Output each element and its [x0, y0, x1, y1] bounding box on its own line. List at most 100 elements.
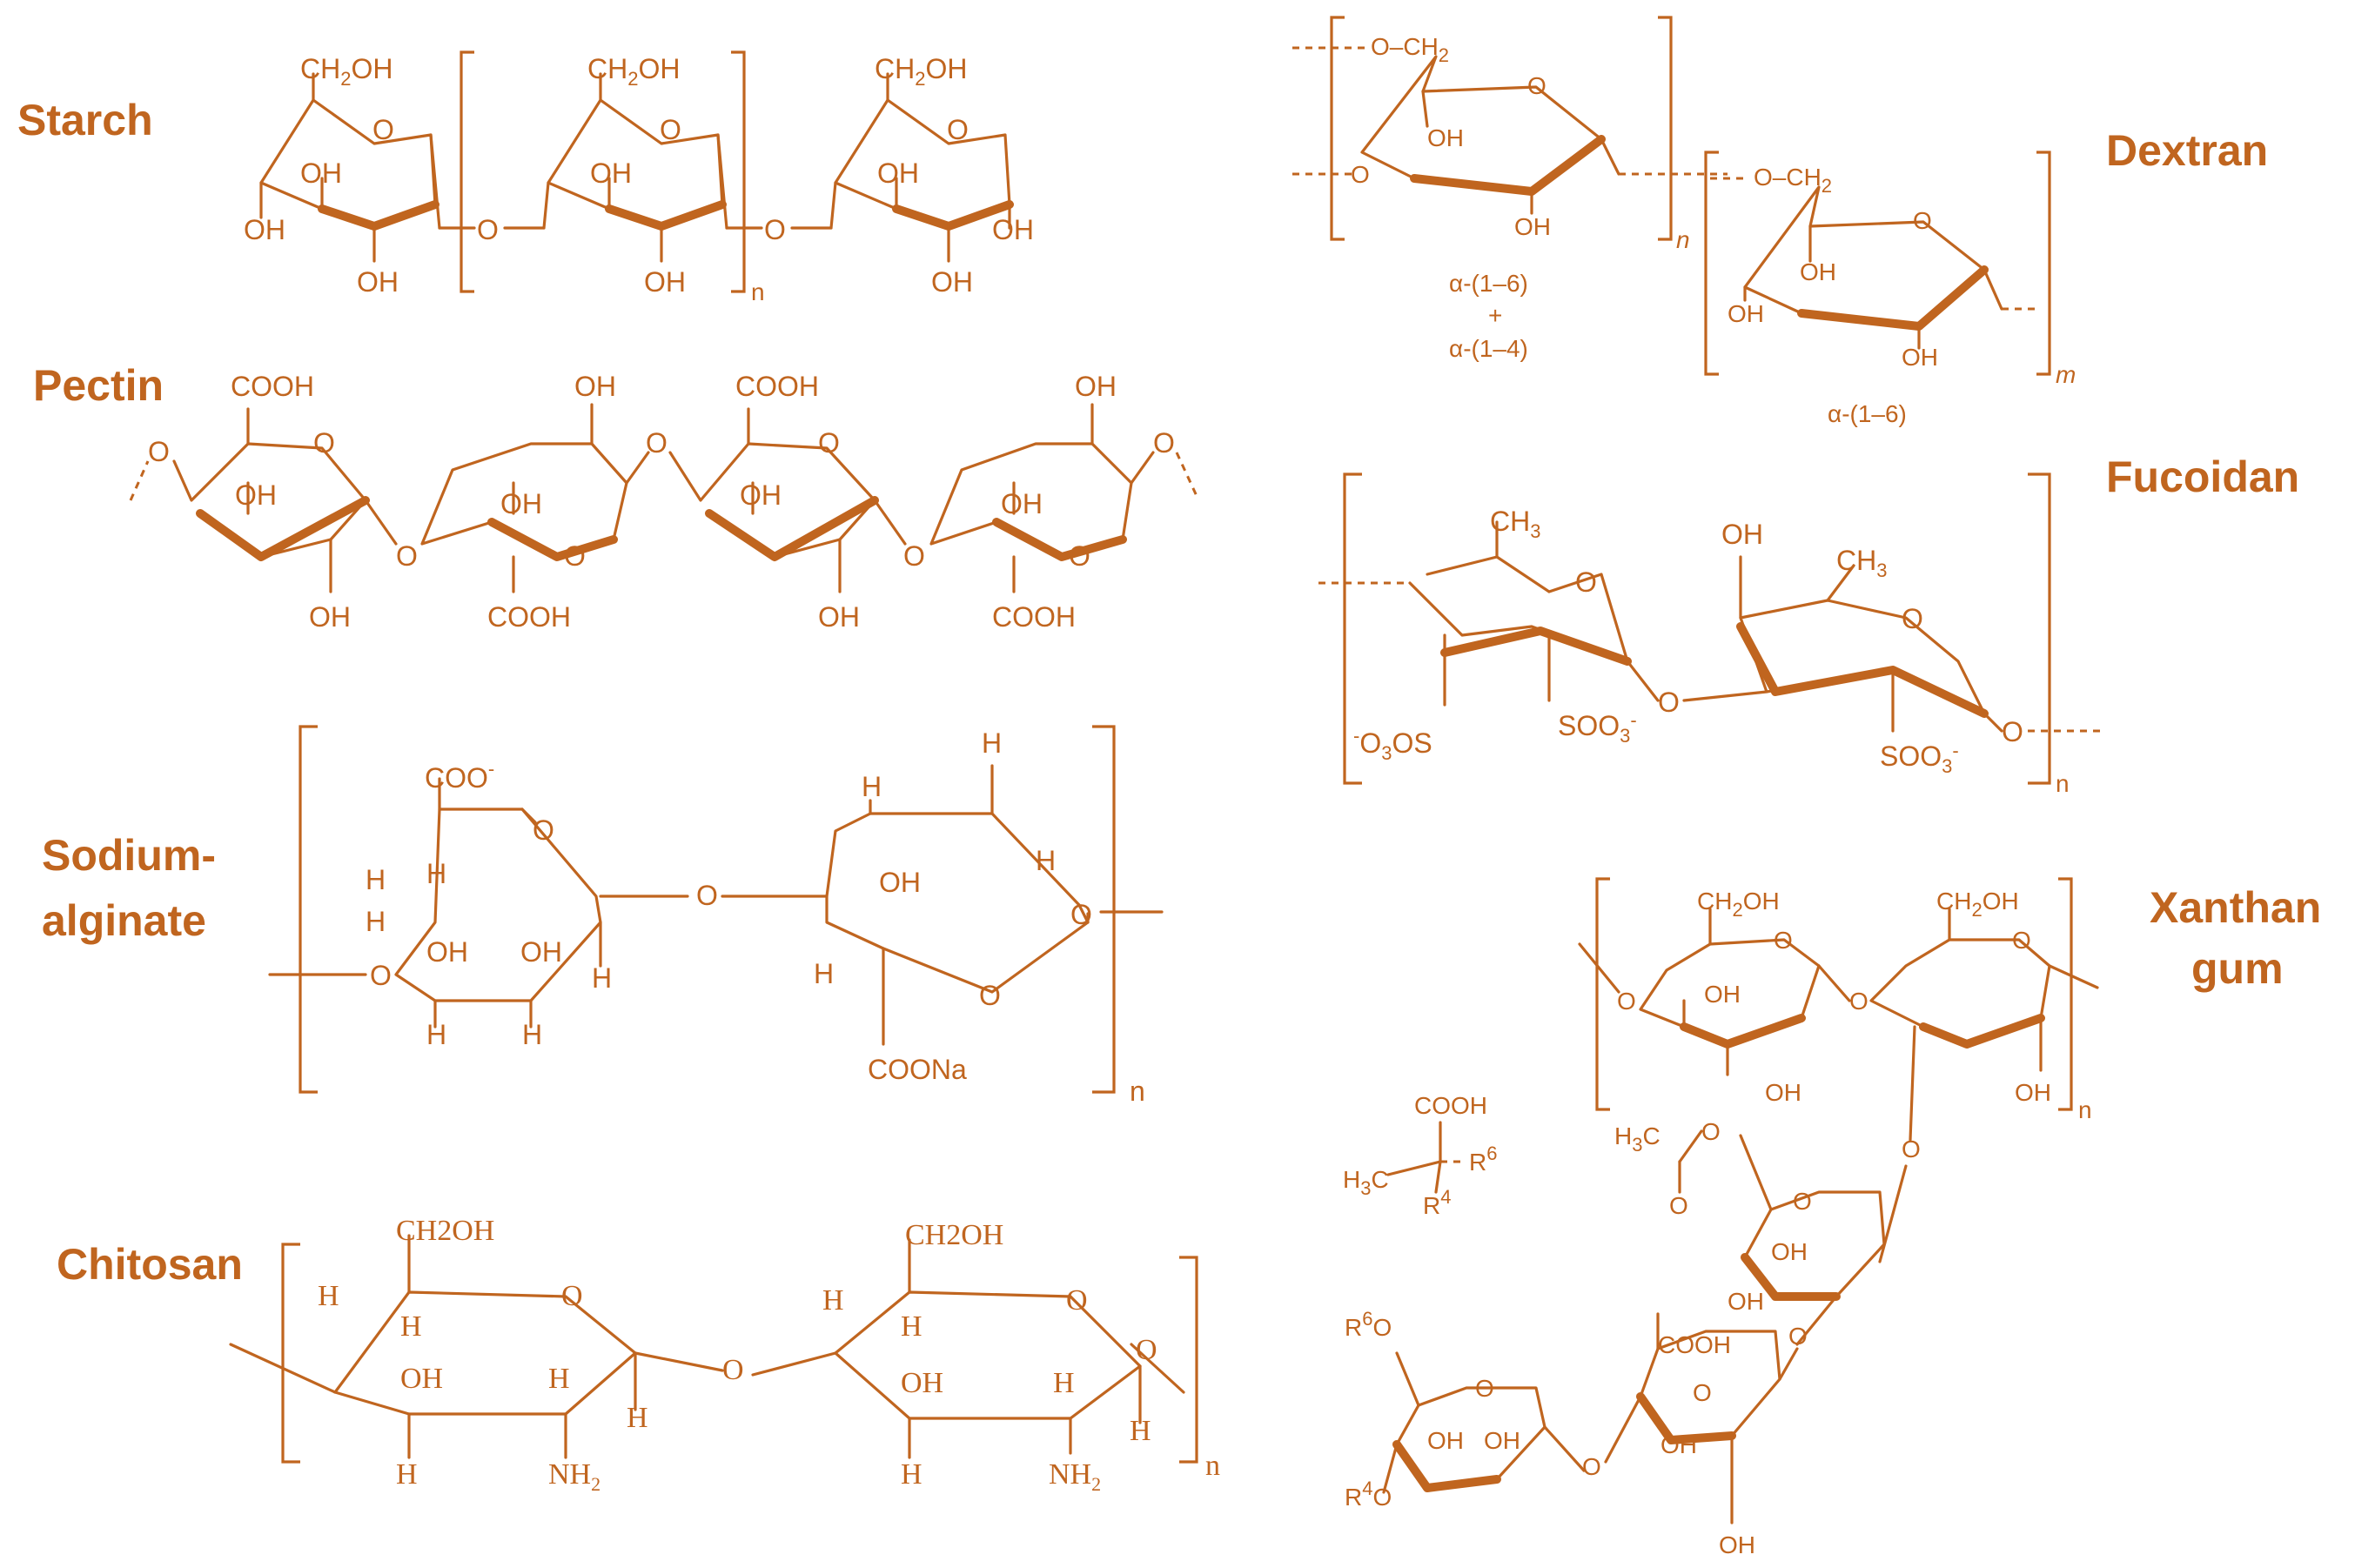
pectin-c-ring-o: O [818, 427, 840, 459]
dextran-link-note-1: α-(1–6) [1449, 270, 1528, 297]
fucoidan-o-right: O [2002, 716, 2023, 747]
alginate-r1-ring-o: O [533, 814, 554, 846]
dextran-repeat-m: m [2056, 361, 2076, 388]
dextran-r2-ring-o: O [1913, 207, 1932, 234]
dextran-r2-o-ch2: O–CH2 [1754, 164, 1832, 197]
pectin-d-oh-top: OH [1075, 371, 1117, 402]
starch-r3-ch2oh: CH2OH [875, 53, 967, 90]
dextran-r1-o-ch2: O–CH2 [1371, 33, 1449, 66]
label-xanthan-line1: Xanthan [2150, 883, 2321, 932]
starch-repeat-n: n [751, 278, 765, 305]
xanthan-rb-oh: OH [1660, 1431, 1697, 1458]
pectin-structure: O COOH O OH OH O OH OH O COOH O COOH O O… [129, 371, 1198, 633]
dextran-link-plus: + [1488, 302, 1502, 329]
fucoidan-r1-ring-o: O [1575, 566, 1597, 598]
chitosan-r1-h-5: H [627, 1402, 648, 1434]
xanthan-repeat-n: n [2078, 1096, 2092, 1123]
chitosan-r2-h-1: H [822, 1284, 844, 1317]
chitosan-r2-ring-o: O [1066, 1284, 1088, 1317]
alginate-coo-minus: COO- [425, 758, 494, 794]
chitosan-r1-ch2oh: CH2OH [396, 1215, 494, 1247]
xanthan-acetyl-o: O [1701, 1118, 1721, 1145]
xanthan-ra-oh: OH [1771, 1238, 1808, 1265]
dextran-r2-oh: OH [1800, 258, 1836, 285]
fucoidan-r2-ring-o: O [1902, 603, 1923, 634]
pectin-o-link-1: O [396, 540, 418, 572]
pectin-a-oh-bottom: OH [309, 601, 351, 633]
chitosan-r2-h-5: H [1130, 1415, 1151, 1447]
alginate-o-link: O [696, 880, 718, 911]
alginate-r1-h-2: H [426, 858, 446, 889]
alginate-r2-h-1: H [862, 771, 882, 802]
label-chitosan: Chitosan [57, 1240, 243, 1289]
xanthan-r2-ch2oh: CH2OH [1936, 888, 2019, 921]
xanthan-o-branch: O [1902, 1136, 1921, 1163]
pectin-d-oh: OH [1001, 488, 1043, 519]
chitosan-r2-ch2oh: CH2OH [905, 1219, 1003, 1251]
starch-glycosidic-o-2: O [764, 214, 786, 245]
starch-r1-oh-left: OH [244, 214, 285, 245]
starch-structure: CH2OH O OH OH OH O n CH2OH O OH OH O [244, 50, 1034, 305]
starch-r2-oh-bottom: OH [644, 266, 686, 298]
xanthan-pyruvate-h3c: H3C [1343, 1166, 1389, 1199]
fucoidan-structure: n CH3 O -O3OS SOO3- O OH CH3 O SOO3- O [1318, 472, 2106, 797]
starch-r2-ch2oh: CH2OH [587, 53, 680, 90]
dextran-link-note-3: α-(1–6) [1828, 400, 1907, 427]
fucoidan-r2-oh: OH [1721, 519, 1763, 550]
starch-r3-ring-o: O [947, 114, 969, 145]
chitosan-r2-h-2: H [901, 1310, 922, 1343]
starch-ring-1 [259, 72, 441, 263]
xanthan-o-link-1: O [1849, 988, 1868, 1015]
alginate-r1-h-5: H [522, 1019, 542, 1050]
alginate-r1-h-3: H [366, 906, 386, 937]
dextran-r1-ring-o: O [1527, 72, 1546, 99]
xanthan-ra-oh-left: OH [1728, 1288, 1764, 1315]
pectin-d-ring-o: O [1069, 540, 1090, 572]
xanthan-rb-ring-o: O [1693, 1379, 1712, 1406]
alginate-r1-oh-1: OH [426, 936, 468, 968]
label-fucoidan: Fucoidan [2106, 452, 2299, 501]
fucoidan-r2-so3: SOO3- [1880, 740, 1959, 777]
dextran-structure: n O–CH2 O OH O OH α-(1–6) + α-(1–4) m O–… [1292, 16, 2076, 427]
xanthan-pyruvate-r4: R4 [1423, 1186, 1451, 1219]
dextran-r1-oh-bottom: OH [1514, 213, 1551, 240]
starch-r1-ring-o: O [372, 114, 394, 145]
xanthan-gum-structure: n O CH2OH O OH OH O CH2OH O OH O O O [1343, 877, 2099, 1558]
pectin-b-oh-top: OH [574, 371, 616, 402]
starch-glycosidic-o-1: O [477, 214, 499, 245]
pectin-b-cooh: COOH [487, 601, 571, 633]
pectin-c-cooh: COOH [735, 371, 819, 402]
xanthan-rc-r6o: R6O [1345, 1308, 1392, 1341]
dextran-r2-oh-left: OH [1728, 300, 1764, 327]
xanthan-acetyl-carbonyl-o: O [1669, 1192, 1688, 1219]
alginate-r1-h-6: H [592, 962, 612, 994]
fucoidan-r1-o3os: -O3OS [1353, 725, 1432, 764]
xanthan-r1-oh-bottom: OH [1765, 1079, 1801, 1106]
xanthan-rc-oh-1: OH [1427, 1427, 1464, 1454]
xanthan-rc-ring-o: O [1475, 1375, 1494, 1402]
starch-ring-2 [542, 72, 728, 263]
dextran-repeat-n: n [1676, 226, 1690, 253]
chitosan-r2-oh: OH [901, 1367, 943, 1399]
pectin-o-right: O [1153, 427, 1175, 459]
label-starch: Starch [17, 96, 153, 144]
pectin-c-oh-bottom: OH [818, 601, 860, 633]
chitosan-r1-h-4: H [396, 1458, 418, 1491]
starch-r3-oh: OH [877, 157, 919, 189]
alginate-r1-oh-2: OH [520, 936, 562, 968]
pectin-o-left: O [148, 436, 170, 467]
pectin-o-link-3: O [903, 540, 925, 572]
xanthan-o-link-3: O [1582, 1453, 1601, 1480]
pectin-a-oh: OH [235, 479, 277, 511]
starch-r3-oh-right: OH [992, 214, 1034, 245]
dextran-link-note-2: α-(1–4) [1449, 335, 1528, 362]
pectin-c-oh: OH [740, 479, 782, 511]
pectin-a-ring-o: O [313, 427, 335, 459]
xanthan-rc-r4o: R4O [1345, 1478, 1392, 1511]
xanthan-o-left: O [1617, 988, 1636, 1015]
fucoidan-r2-ch3: CH3 [1836, 545, 1887, 581]
xanthan-acetyl-h3c: H3C [1614, 1122, 1660, 1156]
chitosan-r2-nh2: NH2 [1049, 1458, 1101, 1495]
xanthan-r1-oh: OH [1704, 981, 1741, 1008]
xanthan-rb-oh-bottom: OH [1719, 1531, 1755, 1558]
